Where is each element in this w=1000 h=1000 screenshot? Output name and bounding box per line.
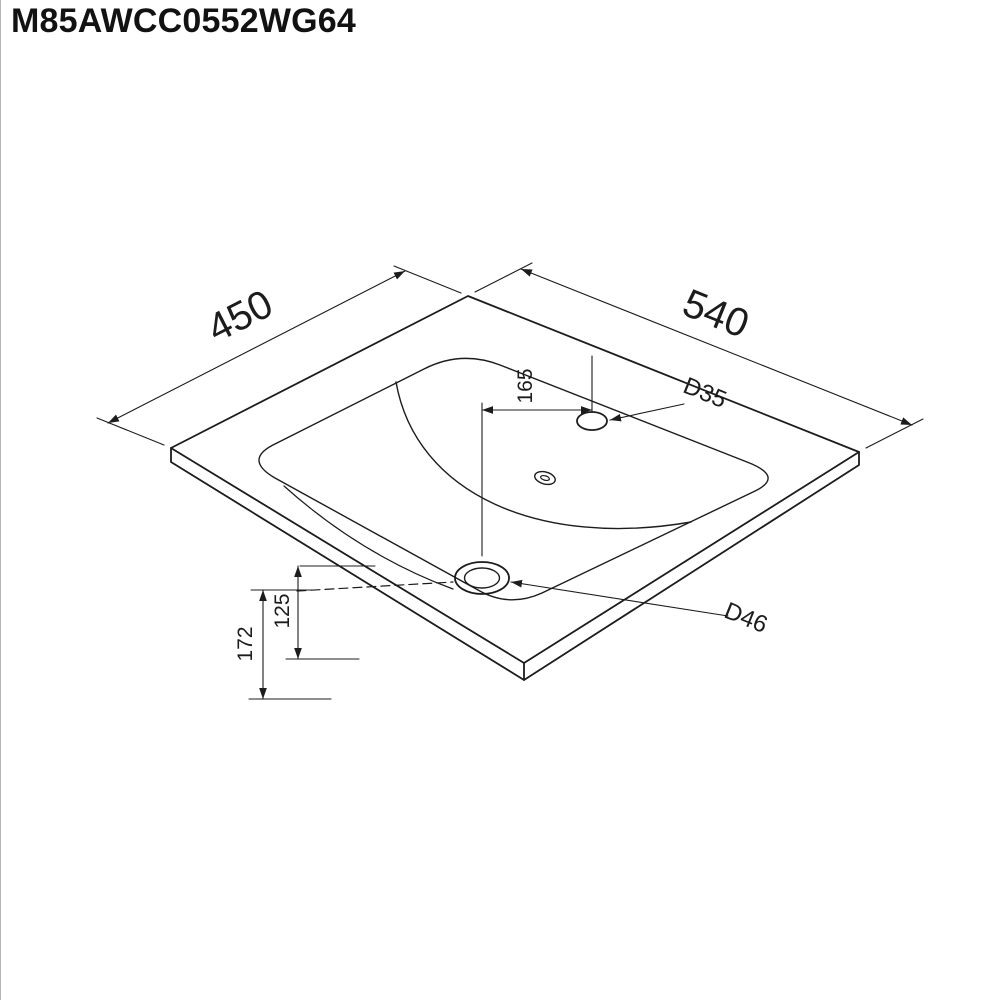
drain-hole-outer xyxy=(454,561,510,595)
drain-centerline-dashed xyxy=(296,581,454,592)
dim-450-extension-left xyxy=(96,417,165,446)
countertop-edge-thickness xyxy=(170,447,860,681)
basin-floor-curve xyxy=(283,485,454,590)
dim-165-label: 165 xyxy=(514,368,537,403)
dim-450-line xyxy=(107,270,406,424)
basin-rim xyxy=(258,357,769,601)
product-code-title: M85AWCC0552WG64 xyxy=(11,2,357,40)
dim-125-label: 125 xyxy=(271,593,294,628)
d35-label: D35 xyxy=(679,372,730,414)
d46-leader-line xyxy=(510,579,729,617)
dim-540-line xyxy=(520,268,913,426)
overflow-hole-inner xyxy=(540,474,550,482)
basin-back-wall-curve xyxy=(395,381,692,530)
dim-540-extension-right xyxy=(865,418,924,449)
drain-hole-inner xyxy=(463,567,501,589)
dim-450-extension-right xyxy=(393,265,462,294)
overflow-hole-outer xyxy=(534,470,556,486)
d35-leader-line xyxy=(609,403,685,422)
faucet-hole xyxy=(576,411,608,431)
dim-540-extension-left xyxy=(474,262,533,293)
dim-172-label: 172 xyxy=(234,626,257,661)
d46-label: D46 xyxy=(720,597,771,639)
dim-540-label: 540 xyxy=(677,281,755,347)
